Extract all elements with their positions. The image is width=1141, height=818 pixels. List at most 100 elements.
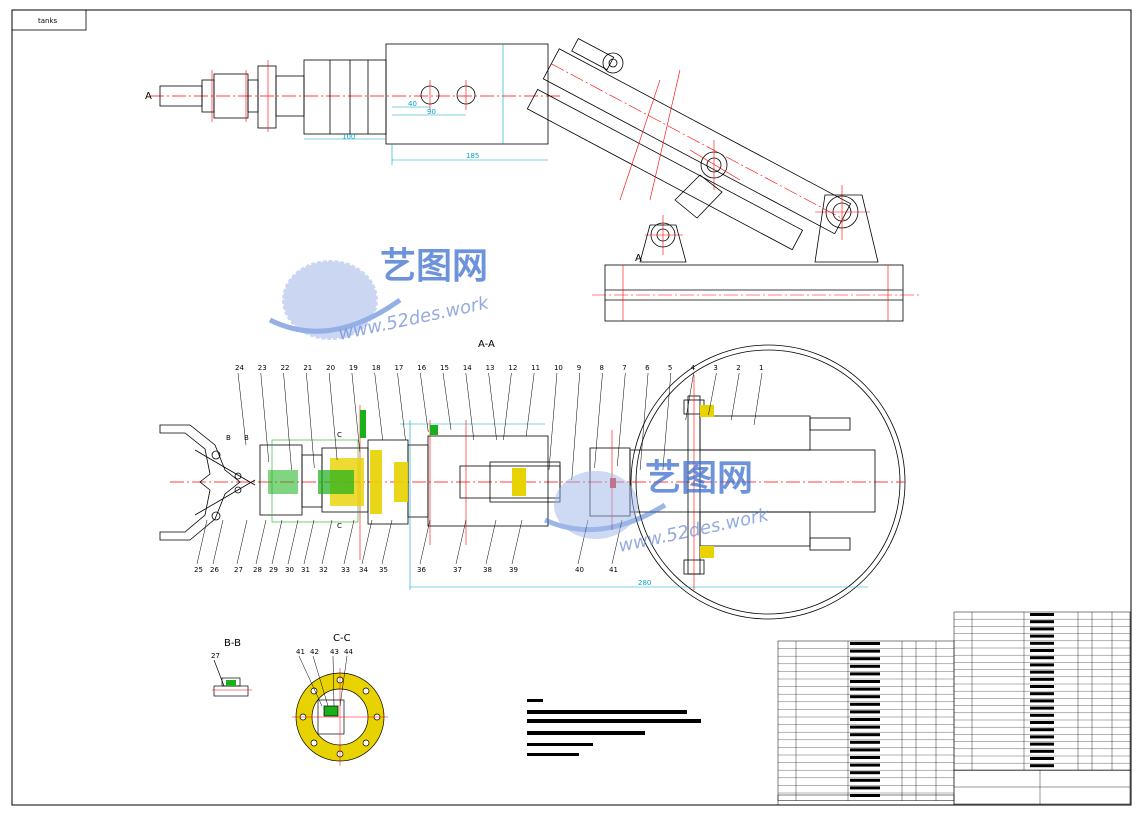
part-number-18: 18 — [372, 364, 381, 372]
leader-line — [708, 372, 717, 416]
section-bb-title: B-B — [224, 638, 241, 649]
part-number-31: 31 — [301, 566, 310, 574]
part-number-37: 37 — [453, 566, 462, 574]
leader-line — [260, 372, 270, 463]
section-a-bottom-label: A — [635, 253, 642, 264]
globe-logo-icon — [268, 258, 402, 342]
part-number-28: 28 — [253, 566, 262, 574]
leader-line — [465, 372, 475, 441]
leader-line — [303, 519, 315, 565]
leader-line — [196, 519, 208, 565]
part-number-22: 22 — [281, 364, 290, 372]
dim-90: 90 — [427, 108, 436, 116]
section-c-label-top: C — [337, 431, 342, 439]
part-number-15: 15 — [440, 364, 449, 372]
part-number-38: 38 — [483, 566, 492, 574]
part-number-33: 33 — [341, 566, 350, 574]
leader-line — [511, 519, 523, 565]
leader-line — [685, 372, 694, 421]
part-number-12: 12 — [508, 364, 517, 372]
top-view — [150, 38, 920, 322]
section-bb-view — [212, 659, 252, 697]
leader-line — [328, 372, 338, 461]
leader-line — [287, 519, 299, 565]
part-number-16: 16 — [417, 364, 426, 372]
leader-line — [420, 372, 429, 433]
globe-logo-icon-2 — [543, 471, 667, 539]
bb-part-number: 27 — [211, 652, 220, 660]
part-number-8: 8 — [600, 364, 604, 372]
leader-line — [397, 372, 406, 441]
leader-line — [485, 519, 497, 565]
part-number-39: 39 — [509, 566, 518, 574]
section-cc-title: C-C — [333, 633, 351, 644]
section-a-top-label: A — [145, 91, 152, 102]
part-number-30: 30 — [285, 566, 294, 574]
section-cc-view — [292, 668, 388, 766]
leader-line — [753, 372, 763, 426]
watermark-cn-2: 艺图网 — [645, 458, 753, 499]
part-number-25: 25 — [194, 566, 203, 574]
parts-list-table — [777, 611, 1131, 806]
leader-line — [548, 372, 558, 471]
cc-part-number-44: 44 — [344, 648, 353, 656]
part-number-20: 20 — [326, 364, 335, 372]
part-number-13: 13 — [486, 364, 495, 372]
code-box-text: tanks — [38, 17, 58, 25]
part-number-14: 14 — [463, 364, 472, 372]
part-number-19: 19 — [349, 364, 358, 372]
part-number-5: 5 — [668, 364, 672, 372]
part-number-40: 40 — [575, 566, 584, 574]
sheet-border — [11, 9, 1132, 806]
section-b-label-2: B — [244, 434, 249, 442]
part-number-27: 27 — [234, 566, 243, 574]
technical-notes — [527, 699, 701, 756]
watermark: 艺图网 www.52des.work 艺图网 www.52des.work — [268, 246, 772, 557]
part-number-7: 7 — [622, 364, 626, 372]
leader-line — [212, 519, 224, 565]
part-number-24: 24 — [235, 364, 244, 372]
leader-line — [488, 372, 497, 441]
part-number-17: 17 — [394, 364, 403, 372]
part-number-34: 34 — [359, 566, 368, 574]
part-number-9: 9 — [577, 364, 581, 372]
part-number-26: 26 — [210, 566, 219, 574]
leader-line — [730, 372, 740, 421]
part-number-41: 41 — [609, 566, 618, 574]
section-b-label-1: B — [226, 434, 231, 442]
leader-line — [419, 519, 431, 565]
dim-280: 280 — [638, 579, 651, 587]
part-number-35: 35 — [379, 566, 388, 574]
part-leaders-top — [237, 372, 763, 481]
cc-part-number-42: 42 — [310, 648, 319, 656]
leader-line — [255, 519, 267, 565]
leader-line — [503, 372, 512, 441]
leader-line — [351, 372, 361, 453]
part-number-10: 10 — [554, 364, 563, 372]
dim-40: 40 — [408, 100, 417, 108]
part-number-6: 6 — [645, 364, 650, 372]
leader-line — [374, 372, 383, 441]
part-number-4: 4 — [691, 364, 696, 372]
leader-line — [571, 372, 580, 481]
part-number-32: 32 — [319, 566, 328, 574]
leader-line — [525, 372, 535, 437]
leader-line — [662, 372, 672, 471]
part-numbers-bottom: 25 26 27 28 29 30 31 32 33 34 35 36 37 38 39 40 41 — [194, 519, 623, 574]
section-c-label-bottom: C — [337, 522, 342, 530]
part-number-3: 3 — [713, 364, 717, 372]
dim-185: 185 — [466, 152, 479, 160]
part-number-36: 36 — [417, 566, 426, 574]
leader-line — [343, 519, 355, 565]
part-number-11: 11 — [531, 364, 540, 372]
leader-line — [312, 655, 329, 707]
part-number-23: 23 — [258, 364, 267, 372]
part-number-29: 29 — [269, 566, 278, 574]
part-number-1: 1 — [759, 364, 763, 372]
leader-line — [361, 519, 373, 565]
cc-part-number-41: 41 — [296, 648, 305, 656]
leader-line — [306, 372, 315, 469]
cc-part-number-43: 43 — [330, 648, 339, 656]
leader-line — [442, 372, 452, 431]
